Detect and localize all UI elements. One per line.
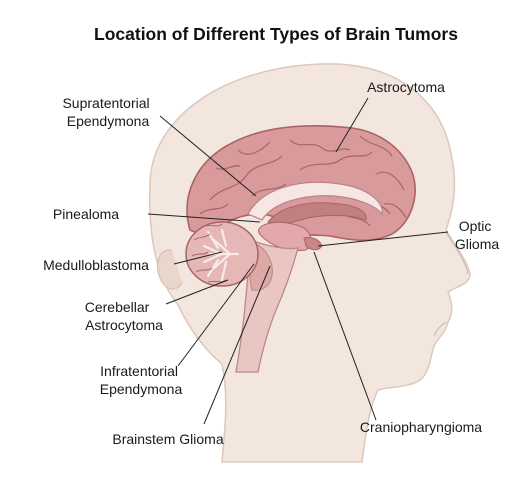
leader-pinealoma	[147, 213, 261, 223]
label-pinealoma: Pinealoma	[53, 206, 119, 222]
leader-optic-glioma	[317, 231, 449, 247]
leader-supratentorial	[159, 115, 257, 197]
label-medulloblastoma: Medulloblastoma	[43, 257, 149, 273]
cerebellum	[185, 221, 259, 287]
leader-medulloblastoma	[173, 251, 223, 265]
leader-craniopharyngioma	[313, 251, 377, 421]
cerebrum	[186, 125, 416, 251]
thalamus	[258, 221, 312, 251]
ear	[157, 249, 183, 290]
corpus-callosum	[247, 181, 383, 221]
leader-infratentorial	[177, 263, 255, 367]
face-profile-shadow	[445, 231, 469, 275]
label-cerebellar-astrocytoma: Cerebellar Astrocytoma	[85, 299, 163, 333]
leader-brainstem	[203, 265, 271, 425]
label-craniopharyngioma: Craniopharyngioma	[360, 419, 482, 435]
leader-astrocytoma	[335, 97, 369, 153]
cerebellum-folia	[191, 223, 227, 283]
label-astrocytoma: Astrocytoma	[367, 79, 445, 95]
leader-cerebellar	[165, 279, 229, 305]
lip-line	[433, 321, 447, 337]
ventricle	[267, 202, 367, 226]
diagram-title: Location of Different Types of Brain Tum…	[94, 24, 458, 44]
labels: Supratentorial Ependymona Astrocytoma Pi…	[43, 79, 499, 447]
label-optic-glioma: Optic Glioma	[455, 218, 500, 252]
cerebrum-folds	[199, 135, 407, 227]
label-supratentorial-ependymona: Supratentorial Ependymona	[62, 95, 153, 129]
leader-lines	[147, 97, 449, 425]
label-infratentorial-ependymona: Infratentorial Ependymona	[100, 363, 183, 397]
label-brainstem-glioma: Brainstem Glioma	[112, 431, 223, 447]
